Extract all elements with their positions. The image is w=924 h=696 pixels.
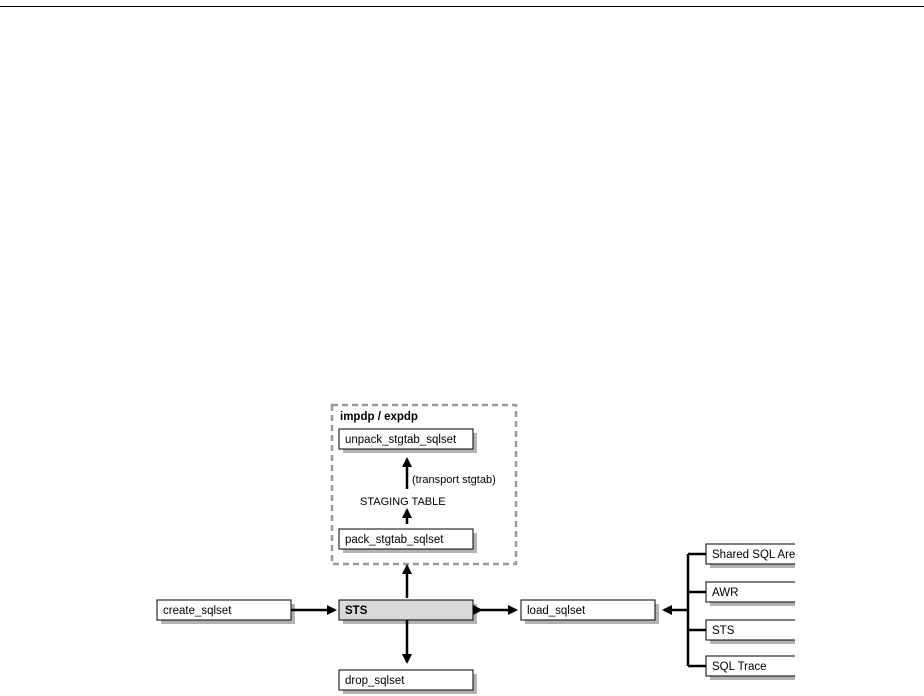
staging-table-label: STAGING TABLE bbox=[360, 496, 446, 508]
source-awr: AWR bbox=[705, 581, 795, 606]
unpack-stgtab-sqlset-node: unpack_stgtab_sqlset bbox=[338, 428, 477, 453]
source-shared-sql-area: Shared SQL Area bbox=[705, 543, 802, 568]
unpack-label: unpack_stgtab_sqlset bbox=[345, 434, 457, 446]
impdp-expdp-group bbox=[330, 403, 518, 566]
transport-label: (transport stgtab) bbox=[412, 474, 496, 486]
sts-center-node: STS bbox=[338, 599, 477, 624]
drop-label: drop_sqlset bbox=[345, 675, 405, 687]
source-sts-label: STS bbox=[712, 625, 735, 637]
pack-label: pack_stgtab_sqlset bbox=[345, 534, 444, 546]
drop-sqlset-node: drop_sqlset bbox=[338, 669, 477, 694]
source-nodes: Shared SQL Area AWR STS SQL Trace bbox=[705, 543, 802, 680]
load-label: load_sqlset bbox=[527, 605, 586, 617]
top-rule bbox=[0, 6, 924, 7]
source-sts: STS bbox=[705, 619, 795, 644]
pack-stgtab-sqlset-node: pack_stgtab_sqlset bbox=[338, 528, 477, 553]
group-title: impdp / expdp bbox=[340, 411, 418, 423]
sts-center-label: STS bbox=[345, 605, 368, 617]
load-sqlset-node: load_sqlset bbox=[520, 599, 659, 624]
source-trace-label: SQL Trace bbox=[712, 661, 767, 673]
source-awr-label: AWR bbox=[712, 587, 738, 599]
source-shared-label: Shared SQL Area bbox=[712, 549, 802, 561]
source-sql-trace: SQL Trace bbox=[705, 655, 795, 680]
create-sqlset-node: create_sqlset bbox=[156, 599, 295, 624]
create-label: create_sqlset bbox=[163, 605, 232, 617]
